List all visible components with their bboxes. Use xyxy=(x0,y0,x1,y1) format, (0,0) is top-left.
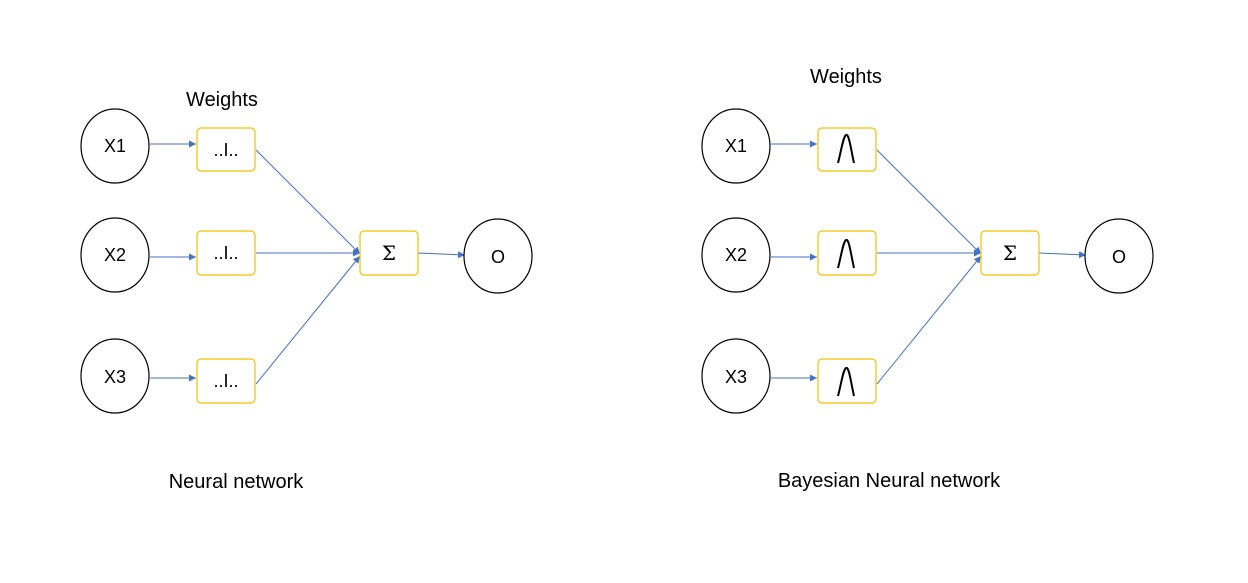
weights-label: Weights xyxy=(186,89,258,111)
weight-box-3: ..I.. xyxy=(196,358,256,404)
weight-value: ..I.. xyxy=(213,140,238,160)
sum-symbol: Σ xyxy=(1003,241,1017,265)
caption-neural-network: Neural network xyxy=(169,471,305,493)
input-node-x3: X3 xyxy=(80,338,150,414)
weight-box-2: ..I.. xyxy=(196,230,256,276)
input-label: X2 xyxy=(725,245,747,265)
edge-w1-sum xyxy=(876,149,982,255)
weight-distribution-box-1 xyxy=(817,127,877,172)
sum-node: Σ xyxy=(359,230,419,276)
output-label: O xyxy=(1112,247,1126,267)
input-node-x1: X1 xyxy=(701,108,771,184)
edge-w3-sum xyxy=(876,255,982,385)
input-label: X3 xyxy=(104,367,126,387)
gaussian-distribution-icon xyxy=(837,133,855,164)
edge-sum-output xyxy=(417,251,466,259)
input-node-x2: X2 xyxy=(701,217,771,293)
weight-value: ..I.. xyxy=(213,371,238,391)
input-label: X1 xyxy=(725,136,747,156)
neural-network-diagram: Weights X1 X2 X3 ..I.. .. xyxy=(80,89,533,493)
gaussian-distribution-icon xyxy=(837,366,855,397)
input-node-x1: X1 xyxy=(80,108,150,184)
edge-w3-sum xyxy=(255,255,361,385)
input-node-x3: X3 xyxy=(701,338,771,414)
caption-bayesian-neural-network: Bayesian Neural network xyxy=(778,470,1001,492)
output-node: O xyxy=(463,218,533,294)
output-node: O xyxy=(1084,218,1154,294)
edge-sum-output xyxy=(1038,251,1087,259)
edge-w1-sum xyxy=(255,149,361,255)
sum-node: Σ xyxy=(980,230,1040,276)
input-label: X2 xyxy=(104,245,126,265)
gaussian-distribution-icon xyxy=(837,238,855,269)
sum-symbol: Σ xyxy=(382,241,396,265)
input-label: X1 xyxy=(104,136,126,156)
weight-value: ..I.. xyxy=(213,243,238,263)
input-node-x2: X2 xyxy=(80,217,150,293)
weight-distribution-box-3 xyxy=(817,358,877,404)
weight-box-1: ..I.. xyxy=(196,127,256,172)
bayesian-neural-network-diagram: Weights X1 X2 X3 xyxy=(701,66,1154,492)
weights-label: Weights xyxy=(810,66,882,88)
output-label: O xyxy=(491,247,505,267)
weight-distribution-box-2 xyxy=(817,230,877,276)
input-label: X3 xyxy=(725,367,747,387)
